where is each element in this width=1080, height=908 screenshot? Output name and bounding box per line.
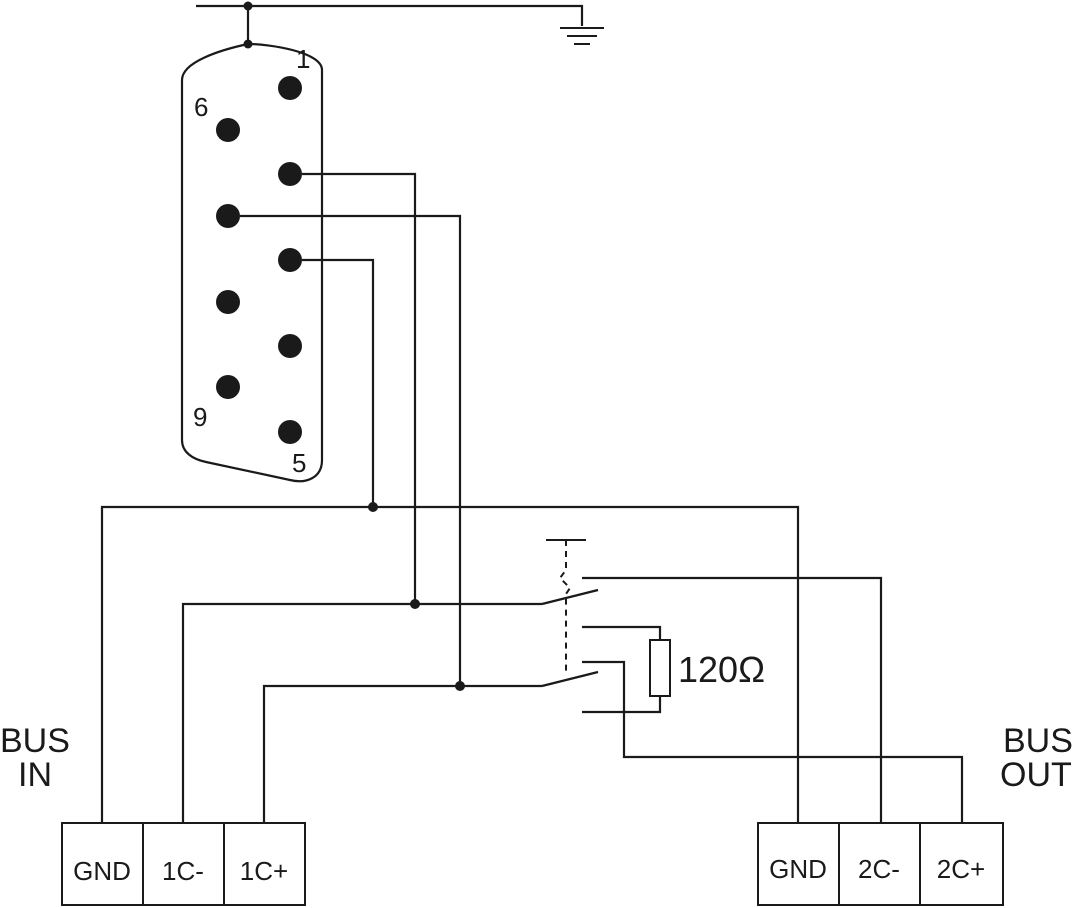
bus-out-title-line2: OUT: [1000, 756, 1072, 794]
pin-5: [278, 420, 302, 444]
dsub9-connector: 1 6 9 5: [180, 42, 324, 483]
bus-in-terminal-1c-plus: 1C+: [240, 856, 288, 886]
pin-1: [278, 76, 302, 100]
pin-4: [278, 334, 302, 358]
resistor-label: 120Ω: [678, 649, 765, 690]
pin-8: [216, 290, 240, 314]
bus-out-terminal-gnd: GND: [769, 854, 827, 884]
bus-in-terminal-gnd: GND: [73, 856, 131, 886]
bus-out-terminal-2c-plus: 2C+: [937, 854, 985, 884]
pin-9: [216, 375, 240, 399]
pin-2: [278, 162, 302, 186]
termination-switch: [541, 539, 662, 714]
ground-symbol: [196, 1, 604, 49]
wires: [100, 172, 964, 823]
pin-1-label: 1: [296, 44, 310, 74]
pin-7: [216, 204, 240, 228]
bus-in-title-line2: IN: [18, 756, 52, 794]
bus-out-block: BUS OUT GND 2C- 2C+: [757, 722, 1073, 906]
bus-out-title-line1: BUS: [1003, 722, 1073, 760]
pin-6-label: 6: [194, 92, 208, 122]
pin-9-label: 9: [193, 402, 207, 432]
bus-in-block: BUS IN GND 1C- 1C+: [0, 722, 306, 906]
bus-in-title-line1: BUS: [0, 722, 70, 760]
pin-5-label: 5: [292, 448, 306, 478]
bus-out-terminal-2c-minus: 2C-: [858, 854, 900, 884]
pin-3: [278, 248, 302, 272]
connector-shell: [180, 42, 324, 483]
termination-resistor: 120Ω: [649, 639, 765, 697]
pin-6: [216, 118, 240, 142]
bus-in-terminal-1c-minus: 1C-: [162, 856, 204, 886]
